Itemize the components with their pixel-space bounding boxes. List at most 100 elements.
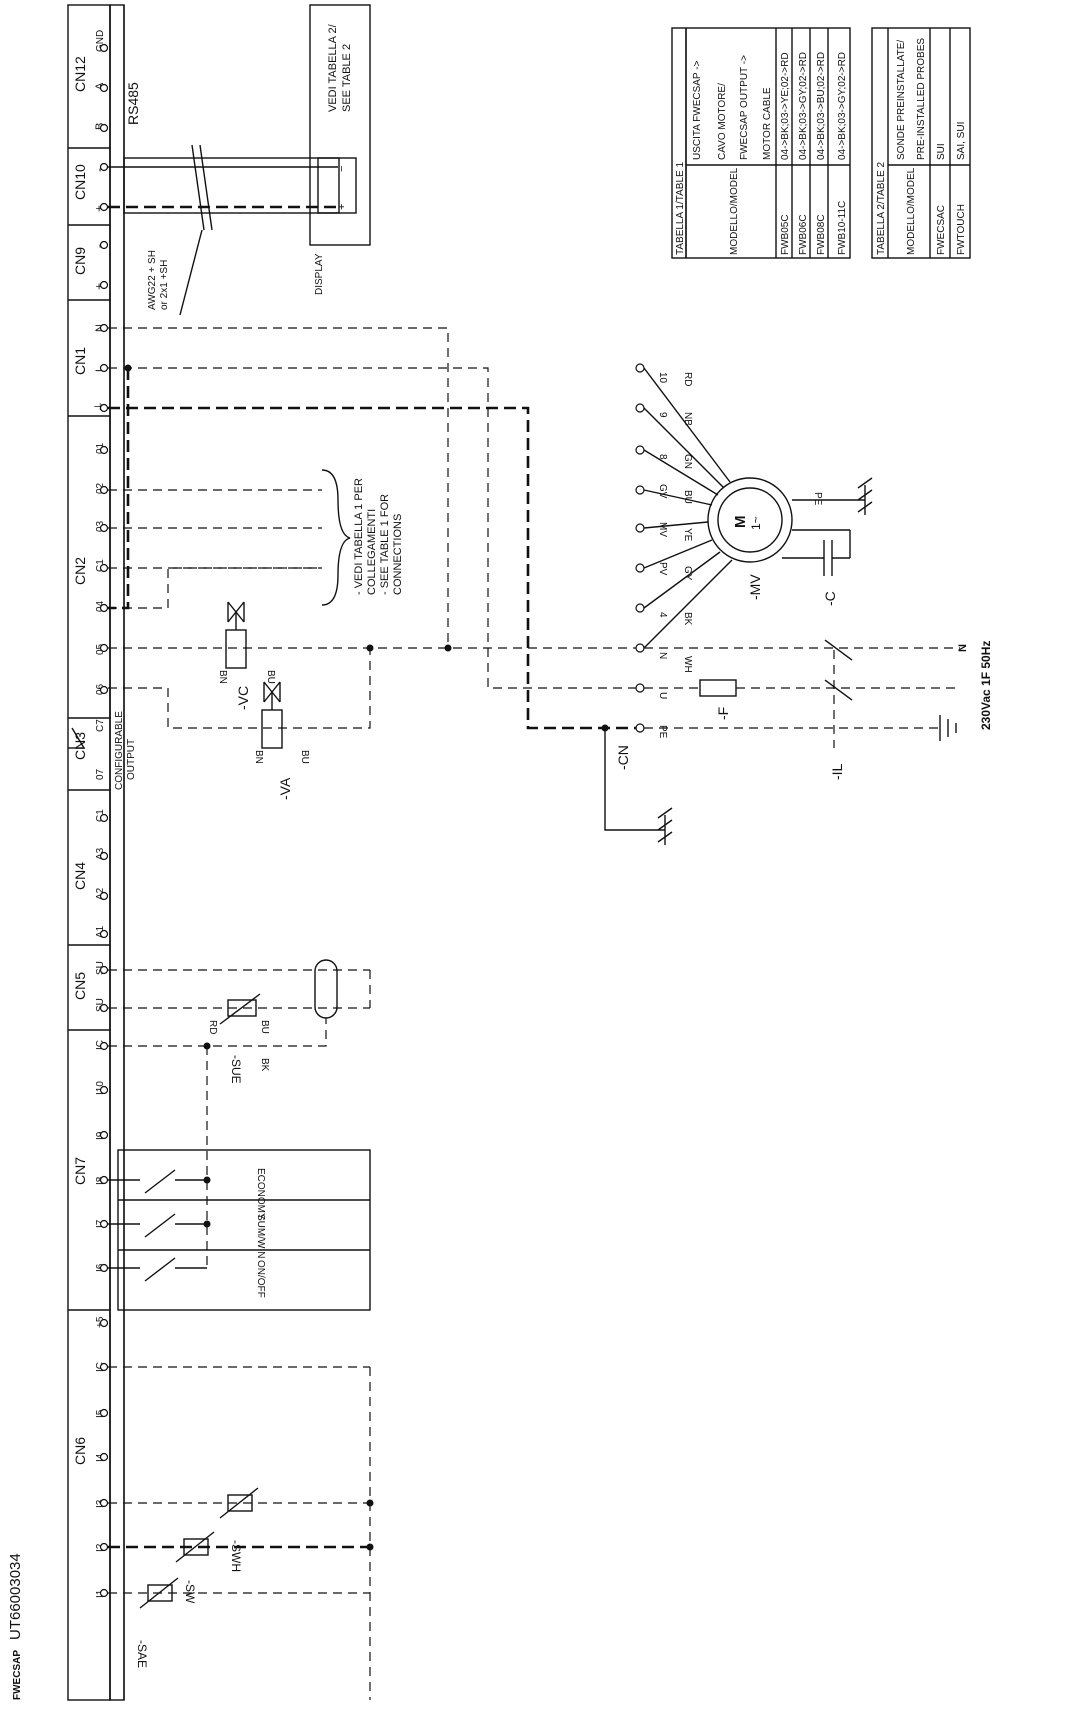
table1-row-model: FWB10-11C bbox=[837, 201, 848, 255]
display-pin-plus: + bbox=[336, 204, 348, 210]
vc-wire-bn: BN bbox=[217, 670, 228, 684]
terminal-circles bbox=[99, 43, 109, 1598]
motor-terminals bbox=[635, 363, 645, 733]
motor-wire-label: GY bbox=[682, 566, 693, 581]
sae-label: -SAE bbox=[135, 1640, 149, 1668]
table1-row-model: FWB08C bbox=[816, 214, 827, 255]
configurable-output-label: CONFIGURABLE bbox=[114, 711, 125, 790]
pin-label: A1 bbox=[95, 925, 106, 938]
motor-wire-label: RD bbox=[682, 372, 693, 386]
il-label: -IL bbox=[829, 763, 845, 780]
see-table1-note: - VEDI TABELLA 1 PER bbox=[353, 478, 365, 595]
sue-label: -SUE bbox=[229, 1055, 243, 1084]
cn6-label: CN6 bbox=[72, 1437, 88, 1465]
vc-wire-bu: BU bbox=[265, 670, 276, 684]
capacitor-label: -C bbox=[822, 591, 838, 606]
cn2-label: CN2 bbox=[72, 557, 88, 585]
motor-terminal-label: 4 bbox=[657, 612, 668, 618]
cn1-label: CN1 bbox=[72, 347, 88, 375]
pin-label: 07 bbox=[95, 768, 106, 780]
table1-row-value: 04->BK;03->BU;02->RD bbox=[816, 52, 827, 160]
drawing-product: FWECSAP bbox=[12, 1650, 23, 1700]
see-table1-note: CONNECTIONS bbox=[392, 514, 404, 595]
valve-vc: -VC BN BU bbox=[217, 601, 276, 710]
motor-wire-label: BU bbox=[682, 490, 693, 504]
motor-wire-label: WH bbox=[682, 656, 693, 673]
supply-section: -F -IL N 230Vac 1F 50Hz -CN bbox=[601, 639, 993, 845]
terminal-strip bbox=[67, 4, 125, 1701]
probe-sue: -SUE RD BU BK bbox=[108, 959, 371, 1268]
motor-wire-label: GN bbox=[682, 454, 693, 469]
pin-label: + bbox=[92, 283, 106, 290]
pin-label: A2 bbox=[95, 887, 106, 900]
table1-header-b: USCITA FWECSAP -> bbox=[692, 60, 703, 160]
input-economy: ECONOMY bbox=[255, 1168, 266, 1220]
pin-label: A3 bbox=[95, 847, 106, 860]
connector-dividers bbox=[68, 147, 110, 1311]
pin-label: B bbox=[94, 123, 106, 130]
table2-row-value: SAI, SUI bbox=[956, 122, 967, 160]
table2-header-b: SONDE PREINSTALLATE/ bbox=[896, 40, 907, 160]
supply-label: 230Vac 1F 50Hz bbox=[979, 641, 993, 730]
display-block: + − DISPLAY VEDI TABELLA 2/ SEE TABLE 2 … bbox=[108, 4, 371, 316]
table1-row-value: 04->BK;03->GY;02->RD bbox=[837, 52, 848, 160]
vc-label: -VC bbox=[235, 686, 251, 710]
see-table1-note: - SEE TABLE 1 FOR bbox=[379, 494, 391, 595]
cn9-label: CN9 bbox=[72, 247, 88, 275]
table1-header-b: MOTOR CABLE bbox=[762, 87, 773, 160]
mv-label: -MV bbox=[747, 574, 763, 600]
pin-label: C1 bbox=[95, 559, 106, 572]
pin-label: - bbox=[92, 244, 106, 248]
motor-terminal-label: GV bbox=[657, 484, 668, 499]
cn5-label: CN5 bbox=[72, 972, 88, 1000]
cn3-relay-symbol bbox=[68, 727, 85, 749]
table-2: TABELLA 2/TABLE 2 MODELLO/MODEL SONDE PR… bbox=[871, 27, 971, 259]
cn4-label: CN4 bbox=[72, 862, 88, 890]
motor-terminal-labels: 10 9 8 GV MV PV 4 N U PE bbox=[657, 372, 668, 739]
pin-label: L bbox=[94, 366, 106, 372]
cn-earth-label: -CN bbox=[615, 745, 631, 770]
table1-header-a: MODELLO/MODEL bbox=[729, 167, 740, 255]
configurable-output-label: OUTPUT bbox=[126, 739, 137, 780]
table2-row-value: SUI bbox=[936, 143, 947, 160]
sue-wire-bu: BU bbox=[259, 1020, 270, 1034]
pin-label: C1 bbox=[95, 809, 106, 822]
motor-mv: M 1~ -MV 10 9 8 GV MV PV 4 N U PE bbox=[635, 363, 873, 739]
table1-row-model: FWB06C bbox=[798, 214, 809, 255]
table2-header-b: PRE-INSTALLED PROBES bbox=[916, 38, 927, 160]
va-wire-bn: BN bbox=[253, 750, 264, 764]
pin-label: - bbox=[92, 168, 106, 172]
cn10-label: CN10 bbox=[72, 164, 88, 200]
va-label: -VA bbox=[277, 777, 293, 800]
motor-terminal-label: MV bbox=[657, 522, 668, 537]
motor-terminal-label: 8 bbox=[657, 454, 668, 460]
cn12-label: CN12 bbox=[72, 56, 88, 92]
probes-cn6: -SWH -SW -SAE bbox=[108, 1366, 374, 1700]
see-table2-line2: SEE TABLE 2 bbox=[341, 44, 353, 112]
table2-row-model: FWECSAC bbox=[936, 205, 947, 255]
cable-spec-line2: or 2x1 +SH bbox=[159, 260, 170, 310]
table-1: TABELLA 1/TABLE 1 USCITA FWECSAP -> CAVO… bbox=[671, 27, 851, 259]
digital-inputs: ECONOMY SUM/WIN ON/OFF bbox=[108, 1149, 371, 1311]
cn7-label: CN7 bbox=[72, 1157, 88, 1185]
cn3-label: CN3 bbox=[72, 732, 88, 760]
see-table1-note: COLLEGAMENTI bbox=[366, 509, 378, 595]
pin-label: + bbox=[92, 205, 106, 212]
table1-row-value: 04->BK;03->YE;02->RD bbox=[780, 52, 791, 160]
table1-row-value: 04->BK;03->GY;02->RD bbox=[798, 52, 809, 160]
pin-label: SU bbox=[95, 998, 106, 1012]
motor-wire-label: BK bbox=[682, 612, 693, 626]
pin-label: C7 bbox=[95, 719, 106, 732]
display-label: DISPLAY bbox=[314, 253, 325, 295]
pin-label: ⏚ bbox=[93, 401, 106, 412]
table2-row-model: FWTOUCH bbox=[956, 204, 967, 255]
motor-wire-label: YE bbox=[682, 528, 693, 542]
motor-terminal-label: U bbox=[657, 692, 668, 699]
table2-title: TABELLA 2/TABLE 2 bbox=[876, 162, 887, 255]
va-wire-bu: BU bbox=[299, 750, 310, 764]
power-wiring: - VEDI TABELLA 1 PER COLLEGAMENTI - SEE … bbox=[108, 327, 640, 790]
table1-title: TABELLA 1/TABLE 1 bbox=[675, 162, 686, 255]
pin-labels: B A GND + - + - N L ⏚ 06 05 04 C1 03 02 … bbox=[92, 30, 106, 1598]
motor-terminal-label: PV bbox=[657, 562, 668, 576]
